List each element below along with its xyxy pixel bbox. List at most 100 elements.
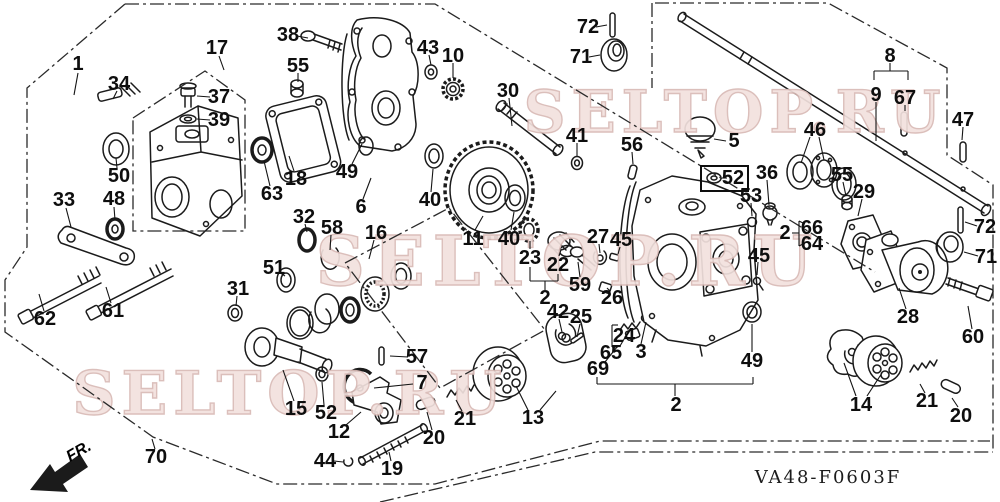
pin-top bbox=[609, 12, 616, 38]
leader-line bbox=[842, 181, 847, 197]
part-number-66: 66 bbox=[801, 217, 823, 239]
leader-line bbox=[576, 323, 581, 338]
leader-line bbox=[919, 383, 926, 394]
bearing-washer-set bbox=[786, 152, 857, 201]
pivot-bolt bbox=[569, 246, 596, 271]
leader-line bbox=[38, 293, 45, 312]
pump-rotor-right bbox=[852, 335, 903, 387]
pivot-arm bbox=[57, 225, 136, 266]
dowel-pin-a bbox=[415, 396, 436, 411]
part-number-12: 12 bbox=[328, 421, 350, 443]
lock-washer bbox=[518, 217, 540, 243]
part-number-62: 62 bbox=[34, 308, 56, 330]
part-number-32: 32 bbox=[293, 206, 315, 228]
part-number-7: 7 bbox=[416, 372, 427, 394]
drain-bolt-small bbox=[752, 276, 764, 291]
part-number-55: 55 bbox=[831, 164, 853, 186]
part-number-29: 29 bbox=[853, 181, 875, 203]
shift-washer bbox=[315, 366, 329, 382]
leader-line bbox=[951, 397, 959, 408]
leader-line bbox=[218, 55, 225, 71]
part-number-21: 21 bbox=[454, 408, 476, 430]
part-number-3: 3 bbox=[635, 341, 646, 363]
governor-assembly bbox=[860, 230, 949, 295]
leader-line bbox=[961, 126, 964, 141]
part-number-70: 70 bbox=[145, 446, 167, 468]
leader-line bbox=[115, 157, 118, 169]
part-number-36: 36 bbox=[756, 162, 778, 184]
leader-line bbox=[898, 287, 907, 310]
shift-arm bbox=[351, 376, 402, 425]
part-number-65: 65 bbox=[600, 342, 622, 364]
part-number-72: 72 bbox=[577, 16, 599, 38]
leader-line bbox=[800, 136, 811, 164]
leader-line bbox=[288, 155, 295, 172]
part-number-24: 24 bbox=[613, 325, 636, 347]
oil-seal-right bbox=[742, 301, 762, 323]
part-number-55: 55 bbox=[287, 55, 309, 77]
cover-gasket-outline bbox=[341, 33, 350, 141]
leader-line bbox=[595, 24, 608, 28]
front-direction-marker: FR. bbox=[30, 438, 94, 492]
leader-line bbox=[510, 211, 515, 231]
grommet-right bbox=[935, 231, 964, 263]
parts-linework bbox=[17, 11, 994, 467]
leader-line bbox=[105, 286, 112, 304]
dowel-pin-center bbox=[627, 164, 638, 180]
part-number-33: 33 bbox=[53, 189, 75, 211]
part-number-69: 69 bbox=[587, 358, 609, 380]
part-number-8: 8 bbox=[884, 45, 895, 67]
leader-line bbox=[430, 168, 434, 193]
group-bracket-line bbox=[798, 242, 806, 247]
leader-line bbox=[631, 151, 634, 165]
part-number-34: 34 bbox=[108, 73, 131, 95]
part-number-5: 5 bbox=[728, 130, 739, 152]
part-number-30: 30 bbox=[497, 80, 519, 102]
spacer-washer-a bbox=[424, 143, 444, 169]
diagram-code: VA48-F0603F bbox=[754, 467, 902, 488]
bushing-collar bbox=[290, 79, 304, 98]
part-number-18: 18 bbox=[285, 168, 307, 190]
ball-bearing-cover bbox=[250, 136, 274, 164]
shaft-washer bbox=[570, 155, 584, 171]
leader-line bbox=[818, 136, 825, 161]
leader-line bbox=[426, 411, 433, 431]
leader-line bbox=[428, 54, 432, 66]
part-number-13: 13 bbox=[522, 407, 544, 429]
leader-line bbox=[196, 118, 211, 121]
leader-line bbox=[304, 223, 308, 233]
part-number-44: 44 bbox=[314, 450, 337, 472]
part-number-46: 46 bbox=[804, 119, 826, 141]
leader-line bbox=[65, 207, 72, 228]
ball-bearing-small bbox=[105, 217, 125, 241]
part-number-37: 37 bbox=[208, 86, 230, 108]
part-number-64: 64 bbox=[801, 233, 824, 255]
transmission-cover bbox=[347, 17, 419, 156]
part-number-20: 20 bbox=[950, 405, 972, 427]
part-number-2: 2 bbox=[779, 222, 790, 244]
leader-line bbox=[278, 271, 286, 277]
pin-right bbox=[957, 206, 964, 234]
watermark-text: SELTOP.RU bbox=[524, 78, 947, 146]
handle-pipe bbox=[677, 11, 992, 217]
leader-line bbox=[112, 90, 118, 100]
part-number-48: 48 bbox=[103, 188, 125, 210]
part-number-51: 51 bbox=[263, 257, 285, 279]
dowel-pin-b bbox=[940, 378, 962, 395]
part-number-40: 40 bbox=[498, 228, 520, 250]
counter-shaft bbox=[495, 99, 564, 157]
leader-line bbox=[388, 451, 392, 462]
roll-pin bbox=[378, 346, 385, 366]
part-number-41: 41 bbox=[566, 125, 588, 147]
part-number-6: 6 bbox=[355, 196, 366, 218]
part-number-72: 72 bbox=[974, 216, 996, 238]
part-number-61: 61 bbox=[102, 300, 124, 322]
leader-line bbox=[351, 143, 363, 165]
group-bracket-line bbox=[539, 390, 557, 411]
grommet-top bbox=[600, 38, 628, 72]
leader-line bbox=[282, 369, 295, 402]
part-number-71: 71 bbox=[975, 246, 997, 268]
